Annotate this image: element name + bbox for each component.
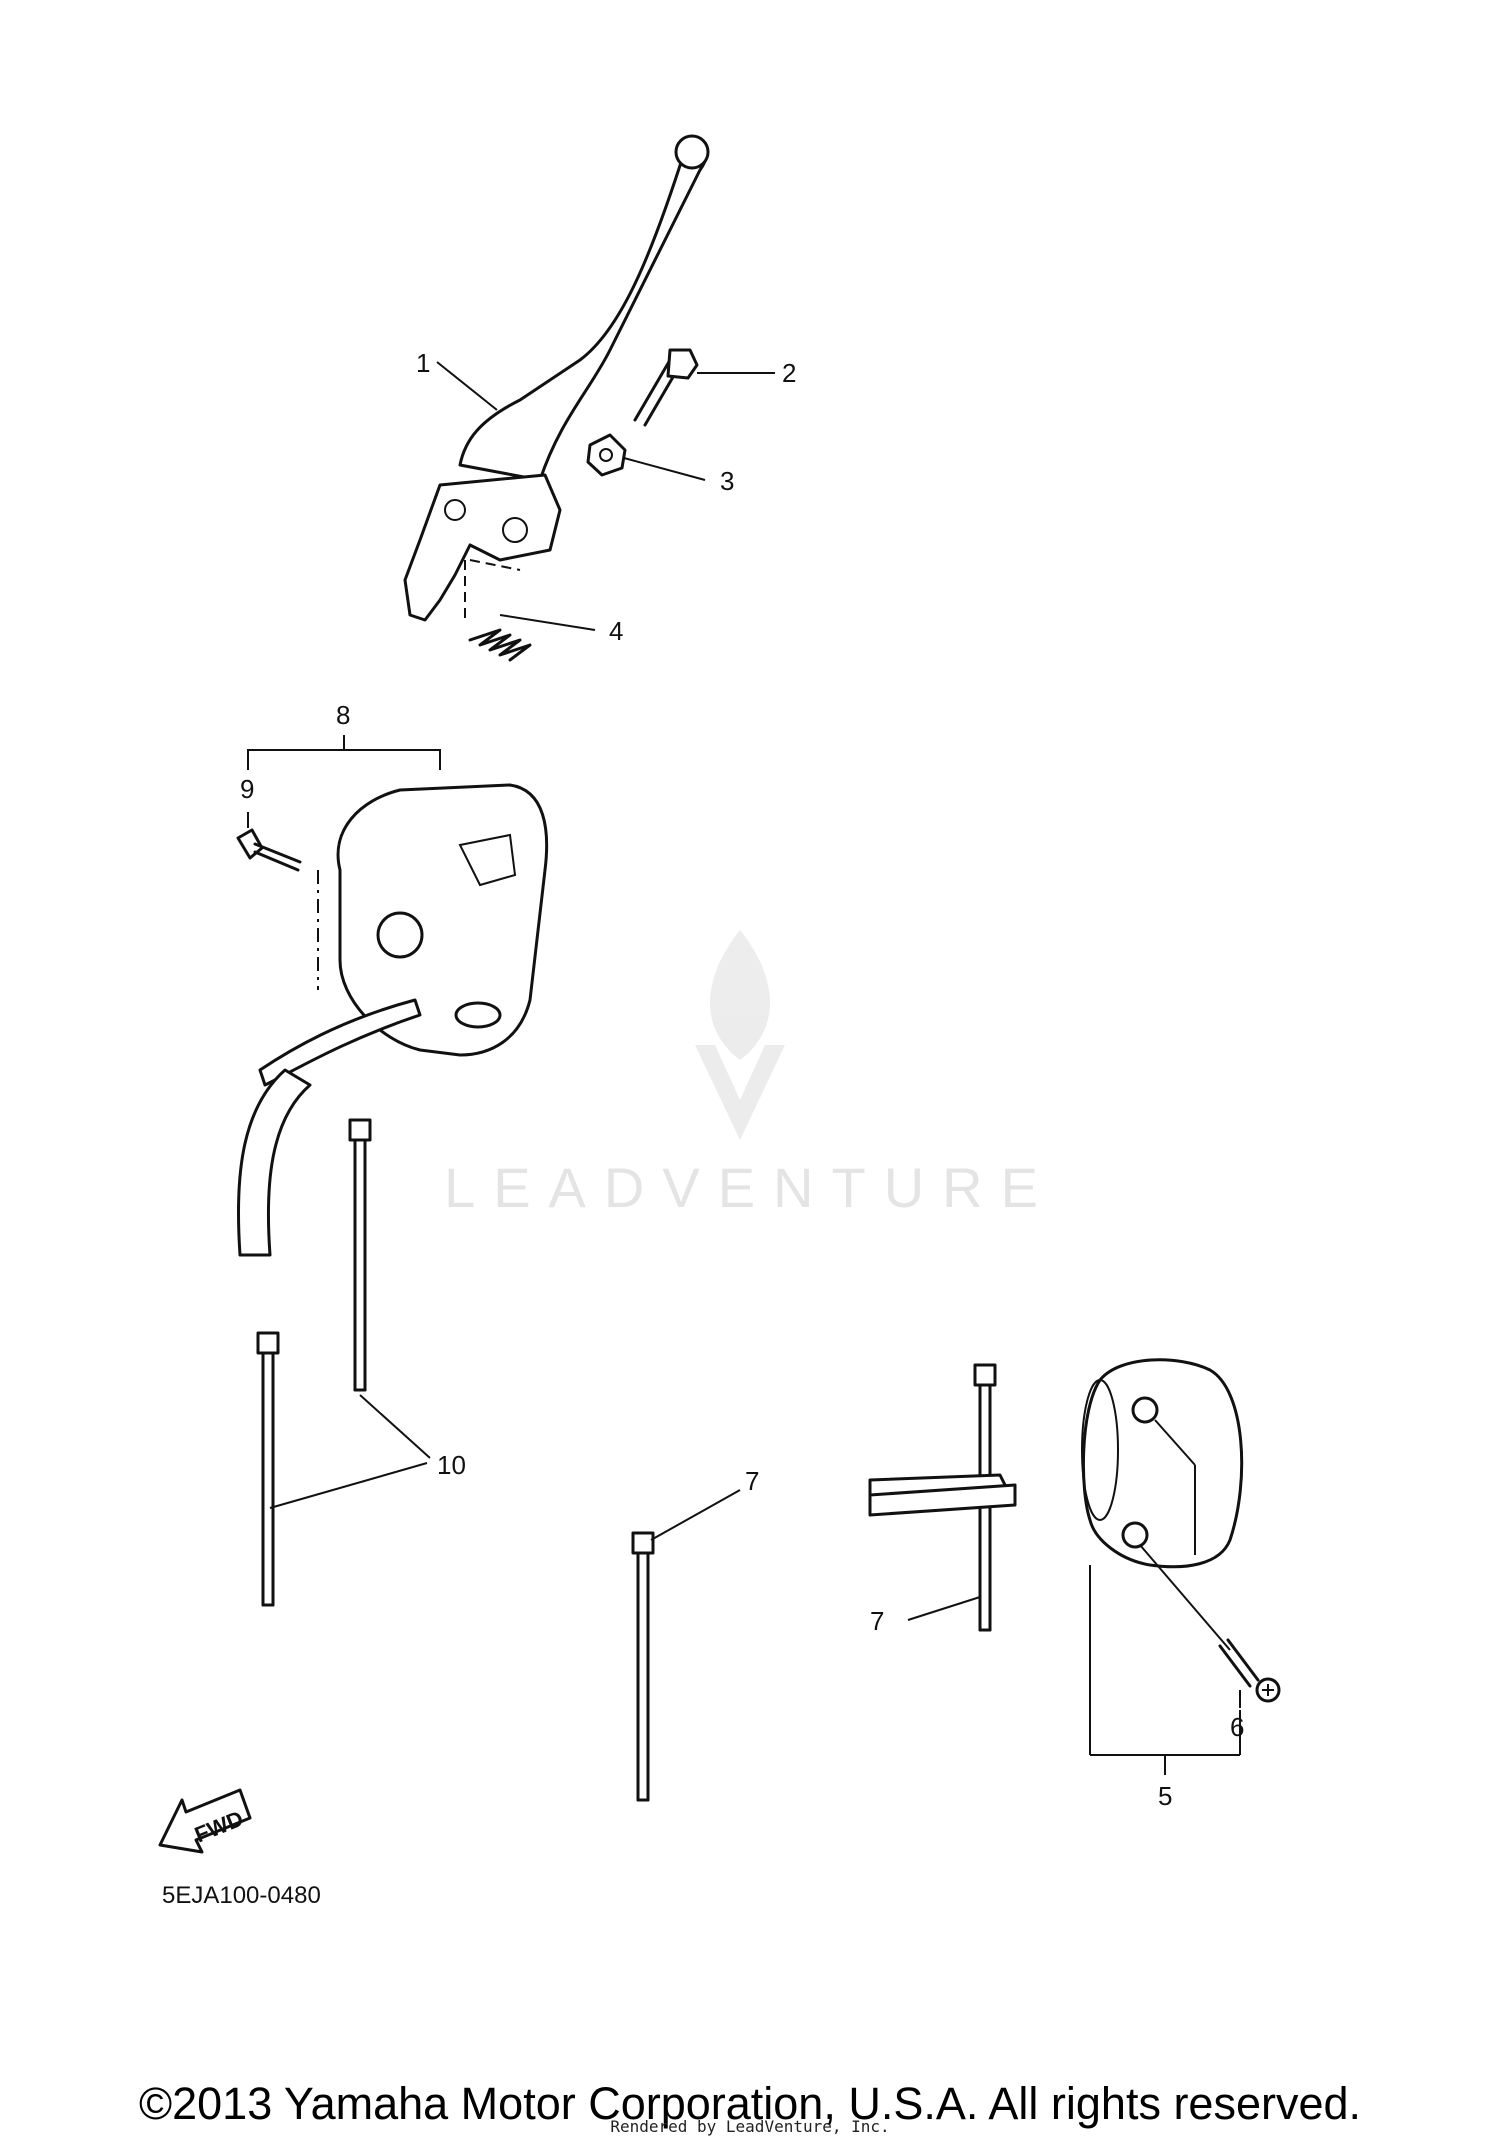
group-bracket-8 [247, 735, 441, 770]
cable-tie-part [631, 1531, 655, 1802]
callout-7b: 7 [870, 1606, 884, 1636]
callout-4: 4 [609, 616, 623, 646]
spring-part [464, 559, 532, 662]
callout-1: 1 [416, 348, 430, 378]
copyright-notice: ©2013 Yamaha Motor Corporation, U.S.A. A… [138, 2078, 1362, 2129]
watermark-logo-icon [695, 930, 785, 1140]
switch-screw-part [236, 828, 319, 990]
switch-screw-part [1218, 1638, 1281, 1703]
callout-6: 6 [1230, 1712, 1244, 1742]
nut-part [586, 433, 627, 477]
callout-5: 5 [1158, 1781, 1172, 1811]
fwd-arrow-icon: FWD [158, 1788, 252, 1854]
leader-lines [247, 361, 1241, 1708]
clutch-lever-part [403, 134, 710, 622]
callout-9: 9 [240, 774, 254, 804]
cable-tie-part [348, 1118, 372, 1392]
cable-tie-part [256, 1331, 280, 1607]
callout-2: 2 [782, 358, 796, 388]
callout-10: 10 [437, 1450, 466, 1480]
watermark-text: LEADVENTURE [444, 1156, 1056, 1219]
pivot-bolt-part [633, 348, 699, 427]
rendered-by-notice: Rendered by LeadVenture, Inc. [610, 2117, 890, 2136]
handlebar-switch-right-part [868, 1358, 1244, 1651]
handlebar-switch-left-part [236, 783, 549, 1257]
diagram-code: 5EJA100-0480 [162, 1882, 321, 1909]
callout-8: 8 [336, 700, 350, 730]
callout-7a: 7 [745, 1466, 759, 1496]
callout-3: 3 [720, 466, 734, 496]
group-bracket-5 [1089, 1565, 1241, 1775]
